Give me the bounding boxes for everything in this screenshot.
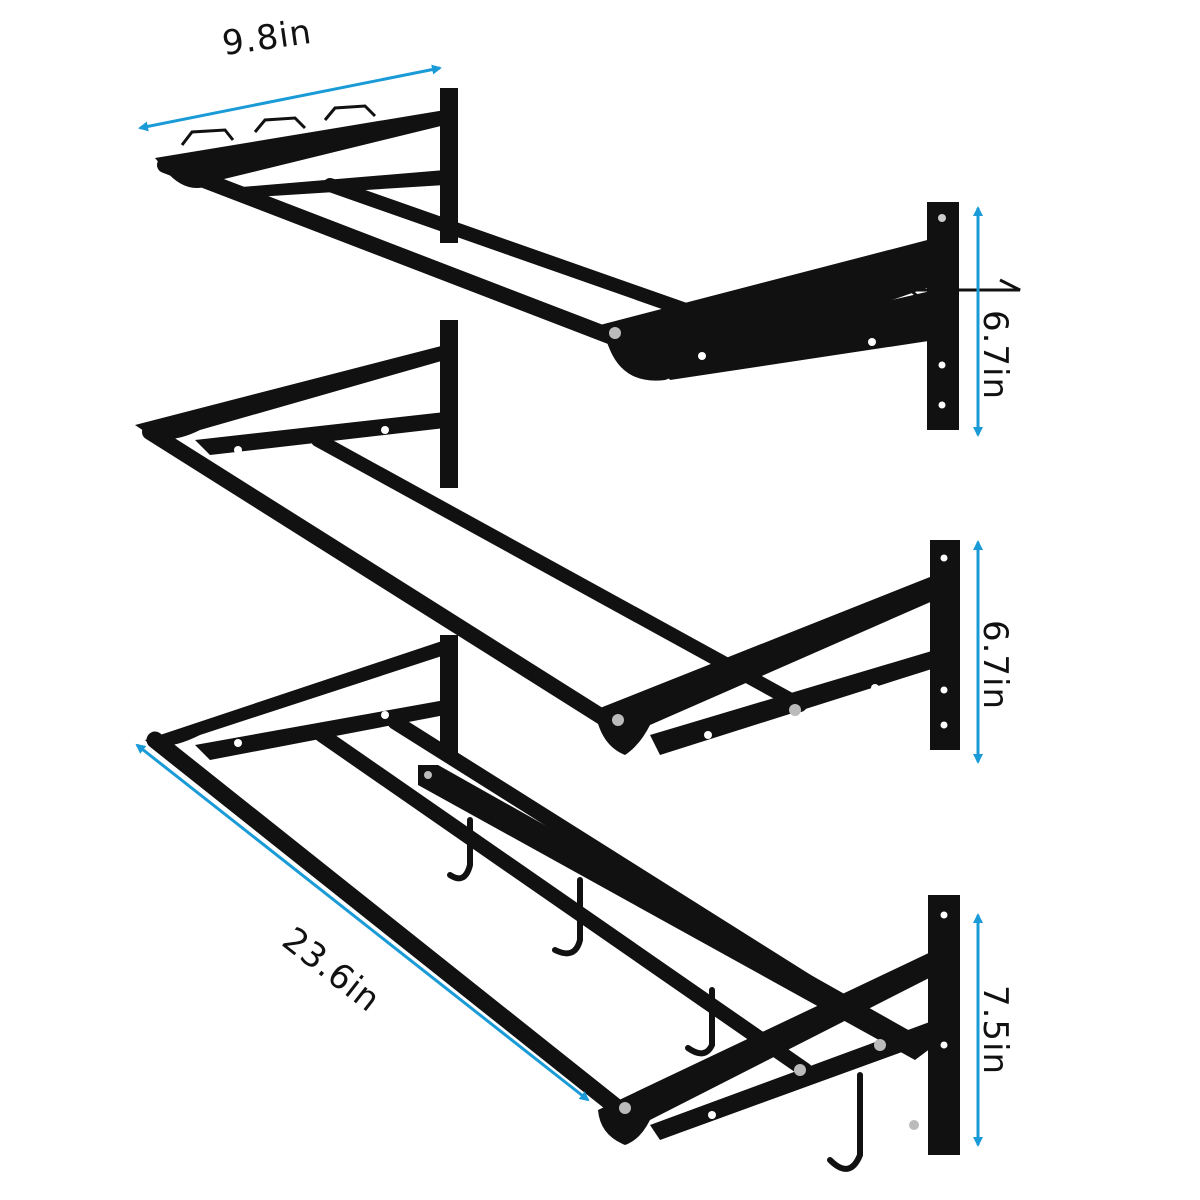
bottom-rack-front-bar: [146, 731, 629, 1119]
bottom-rack: [145, 635, 960, 1172]
dimension-line-top-depth: [138, 64, 442, 132]
top-rack-right-wire-holders: [708, 257, 1021, 347]
dimension-line-bottom-length: [135, 743, 590, 1102]
middle-rack-right-wall-plate: [930, 540, 960, 750]
bottom-rack-left-bracket: [145, 640, 445, 747]
top-rack-left-wall-plate: [440, 88, 458, 243]
label-top-height: 6.7in: [975, 309, 1016, 401]
bottom-rack-right-bracket: [598, 950, 935, 1145]
middle-rack: [135, 320, 960, 755]
top-rack-front-bar: [157, 157, 628, 348]
bottom-rack-rear-bar: [314, 727, 813, 1078]
middle-rack-right-bracket: [595, 575, 935, 755]
top-rack: [155, 88, 1021, 430]
label-bottom-height: 7.5in: [975, 984, 1016, 1076]
bottom-rack-left-wall-plate: [440, 635, 458, 755]
middle-rack-left-wall-plate: [440, 320, 458, 488]
label-middle-height: 6.7in: [975, 619, 1016, 711]
top-rack-rear-bar: [323, 178, 707, 322]
top-rack-right-bracket: [600, 238, 935, 381]
middle-rack-left-bracket: [135, 345, 445, 439]
middle-rack-front-bar: [142, 424, 618, 730]
